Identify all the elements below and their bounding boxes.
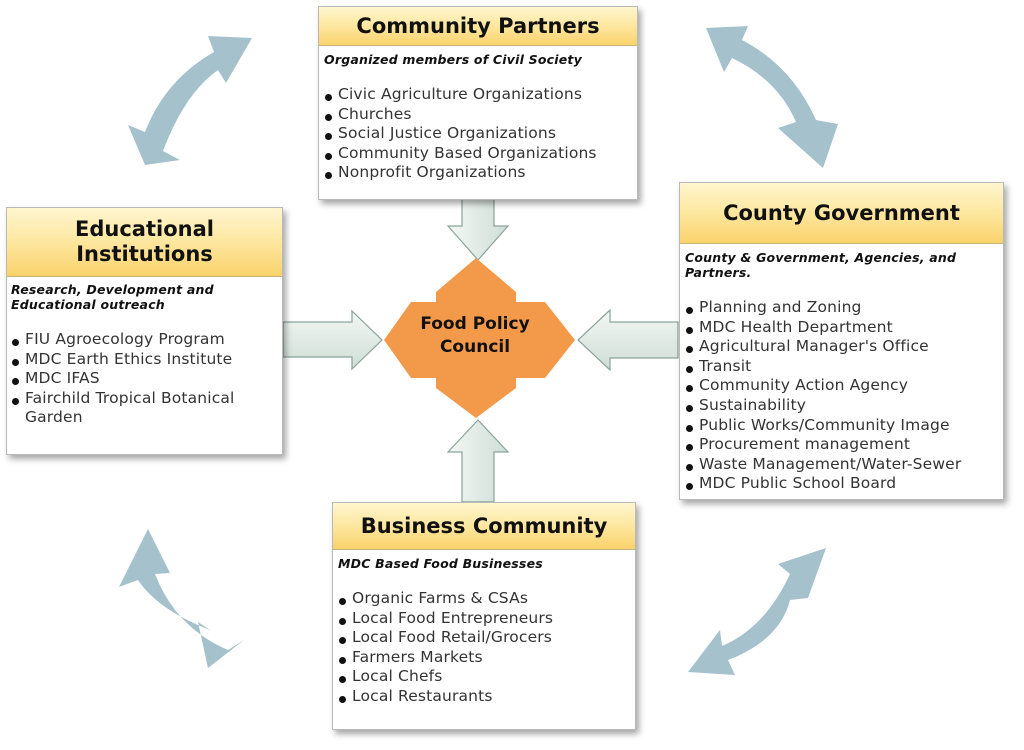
list-item: Community Action Agency [685,376,1003,396]
community-partners-box: Community Partners Organized members of … [318,6,638,200]
hub-notch-top-left [411,292,436,302]
list-item: MDC IFAS [11,369,282,389]
educational-institutions-box: Educational Institutions Research, Devel… [6,207,283,455]
cycle-arrow-bottom-left [119,529,244,668]
list-item: Fairchild Tropical Botanical Garden [11,389,282,428]
list-item: Farmers Markets [338,648,635,668]
business-community-list: Organic Farms & CSAs Local Food Entrepre… [338,589,635,707]
list-item: Social Justice Organizations [324,124,637,144]
list-item: MDC Earth Ethics Institute [11,350,282,370]
list-item: Organic Farms & CSAs [338,589,635,609]
hub-label-line1: Food Policy [420,314,530,334]
list-item: Nonprofit Organizations [324,163,637,183]
list-item: Procurement management [685,435,1003,455]
list-item: Churches [324,105,637,125]
list-item: Civic Agriculture Organizations [324,85,637,105]
community-partners-title: Community Partners [319,7,637,46]
list-item: FIU Agroecology Program [11,330,282,350]
arrow-from-county-government [577,308,679,372]
community-partners-subtitle: Organized members of Civil Society [324,52,582,67]
list-item: Local Food Entrepreneurs [338,609,635,629]
business-community-subtitle: MDC Based Food Businesses [338,556,543,571]
arrow-from-community-partners [446,197,510,261]
hub-notch-bottom-right [516,378,545,388]
county-government-subtitle: County & Government, Agencies, and Partn… [685,250,1003,280]
community-partners-list: Civic Agriculture Organizations Churches… [324,85,637,183]
list-item: MDC Public School Board [685,474,1003,494]
county-government-list: Planning and Zoning MDC Health Departmen… [685,298,1003,494]
hub-label: Food Policy Council [395,313,555,359]
list-item: Community Based Organizations [324,144,637,164]
cycle-arrow-top-left [128,36,252,165]
educational-institutions-subtitle-line1: Research, Development and [11,282,214,297]
educational-institutions-list: FIU Agroecology Program MDC Earth Ethics… [11,330,282,428]
list-item: MDC Health Department [685,318,1003,338]
list-item: Local Food Retail/Grocers [338,628,635,648]
list-item: Sustainability [685,396,1003,416]
list-item: Local Chefs [338,667,635,687]
list-item: Planning and Zoning [685,298,1003,318]
hub-notch-top-right [516,292,545,302]
county-government-subtitle-line2: Partners. [685,265,752,280]
list-item: Waste Management/Water-Sewer [685,455,1003,475]
list-item: Public Works/Community Image [685,416,1003,436]
list-item: Local Restaurants [338,687,635,707]
business-community-title: Business Community [333,503,635,550]
business-community-box: Business Community MDC Based Food Busine… [332,502,636,730]
arrow-from-educational-institutions [282,309,383,371]
hub-notch-bottom-left [411,378,436,388]
hub-label-line2: Council [439,337,511,357]
educational-institutions-title-line1: Educational [75,217,214,241]
county-government-subtitle-line1: County & Government, Agencies, and [685,250,957,265]
educational-institutions-title-line2: Institutions [76,242,213,266]
county-government-box: County Government County & Government, A… [679,182,1004,500]
cycle-arrow-top-right [706,26,838,168]
educational-institutions-title: Educational Institutions [7,208,282,277]
list-item: Agricultural Manager's Office [685,337,1003,357]
list-item: Transit [685,357,1003,377]
educational-institutions-subtitle: Research, Development and Educational ou… [11,282,282,312]
arrow-from-business-community [446,419,510,503]
county-government-title: County Government [680,183,1003,244]
cycle-arrow-bottom-right [688,548,826,675]
educational-institutions-subtitle-line2: Educational outreach [11,297,165,312]
